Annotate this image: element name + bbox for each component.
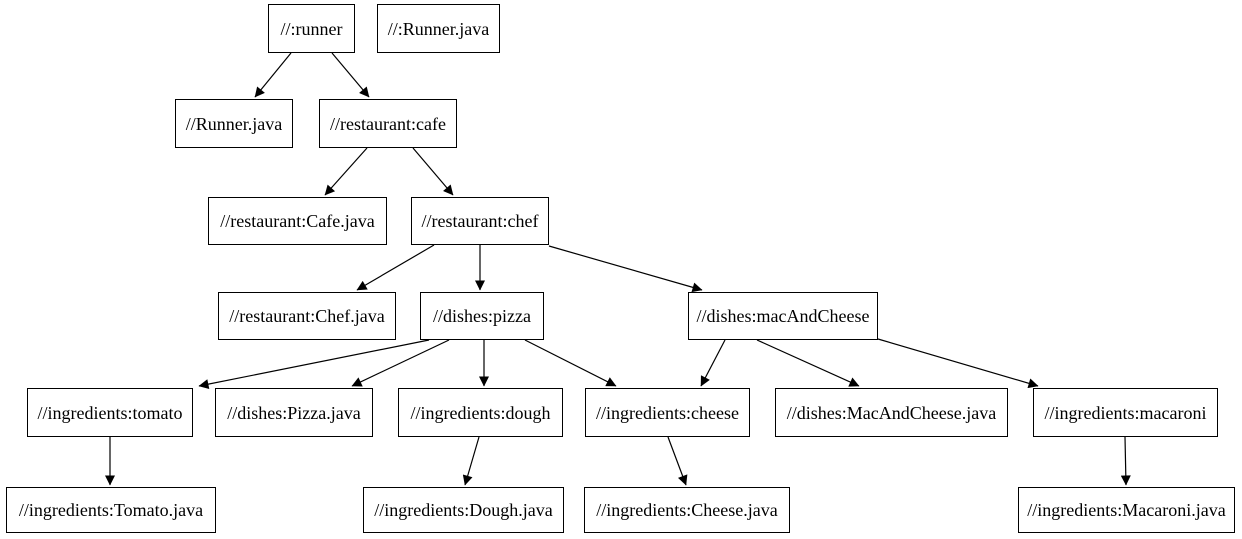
graph-node-macaroni: //ingredients:macaroni [1033,388,1218,437]
graph-edge-macaroni-to-macaroni_java [1120,436,1131,486]
graph-node-label: //dishes:pizza [433,306,531,326]
graph-node-pizza_java: //dishes:Pizza.java [215,388,373,437]
graph-node-label: //:runner [280,18,343,39]
graph-node-chef: //restaurant:chef [411,197,549,245]
graph-node-label: //dishes:MacAndCheese.java [786,402,997,423]
graph-node-label: //ingredients:macaroni [1044,402,1207,423]
graph-node-cheese_java: //ingredients:Cheese.java [584,487,790,533]
graph-node-macandcheese: //dishes:macAndCheese [688,292,878,340]
graph-node-label: //restaurant:Cafe.java [220,211,375,231]
graph-edge-cafe-to-chef [412,147,454,196]
graph-edge-runner-to-cafe [331,52,370,98]
graph-edge-chef-to-macandcheese [548,245,703,293]
graph-edge-macandcheese-to-macaroni [877,338,1039,389]
graph-edge-macandcheese-to-cheese [700,339,726,387]
graph-edge-macandcheese-to-macandcheese_java [756,339,860,387]
graph-edges [105,52,1131,486]
graph-node-label: //ingredients:Cheese.java [596,500,778,520]
graph-node-label: //ingredients:Dough.java [374,500,553,520]
graph-node-cafe: //restaurant:cafe [319,99,457,148]
graph-edge-pizza-to-cheese [524,339,617,387]
graph-node-label: //dishes:Pizza.java [227,402,361,423]
graph-node-runner: //:runner [268,4,355,53]
graph-node-label: //restaurant:chef [421,211,539,231]
graph-node-label: //restaurant:cafe [330,113,446,134]
graph-node-macaroni_java: //ingredients:Macaroni.java [1018,487,1235,533]
graph-node-label: //restaurant:Chef.java [229,306,385,326]
graph-node-runner_java: //Runner.java [175,99,293,148]
graph-node-label: //ingredients:Tomato.java [18,500,204,520]
graph-edge-dough-to-dough_java [462,436,480,486]
graph-node-pizza: //dishes:pizza [420,292,544,340]
graph-node-tomato: //ingredients:tomato [27,388,193,437]
graph-node-runner_java_root: //:Runner.java [377,4,500,53]
graph-node-label: //ingredients:dough [410,402,551,423]
graph-node-label: //ingredients:Macaroni.java [1027,500,1226,520]
graph-node-label: //ingredients:cheese [596,402,739,423]
graph-node-cafe_java: //restaurant:Cafe.java [208,197,387,245]
graph-node-dough_java: //ingredients:Dough.java [363,487,564,533]
graph-edge-cafe-to-cafe_java [324,147,368,196]
graph-node-label: //ingredients:tomato [37,402,183,423]
graph-node-chef_java: //restaurant:Chef.java [218,292,396,340]
graph-edge-chef-to-chef_java [356,244,435,291]
graph-node-label: //:Runner.java [387,18,490,39]
graph-node-macandcheese_java: //dishes:MacAndCheese.java [775,388,1008,437]
graph-node-label: //Runner.java [185,113,283,134]
graph-edge-cheese-to-cheese_java [667,436,688,486]
graph-edge-pizza-to-tomato [198,339,430,390]
graph-node-label: //dishes:macAndCheese [696,306,870,326]
graph-edge-pizza-to-pizza_java [351,339,450,387]
graph-node-dough: //ingredients:dough [398,388,563,437]
graph-edge-runner-to-runner_java [254,52,292,98]
graph-node-cheese: //ingredients:cheese [585,388,750,437]
graph-node-tomato_java: //ingredients:Tomato.java [6,487,216,533]
